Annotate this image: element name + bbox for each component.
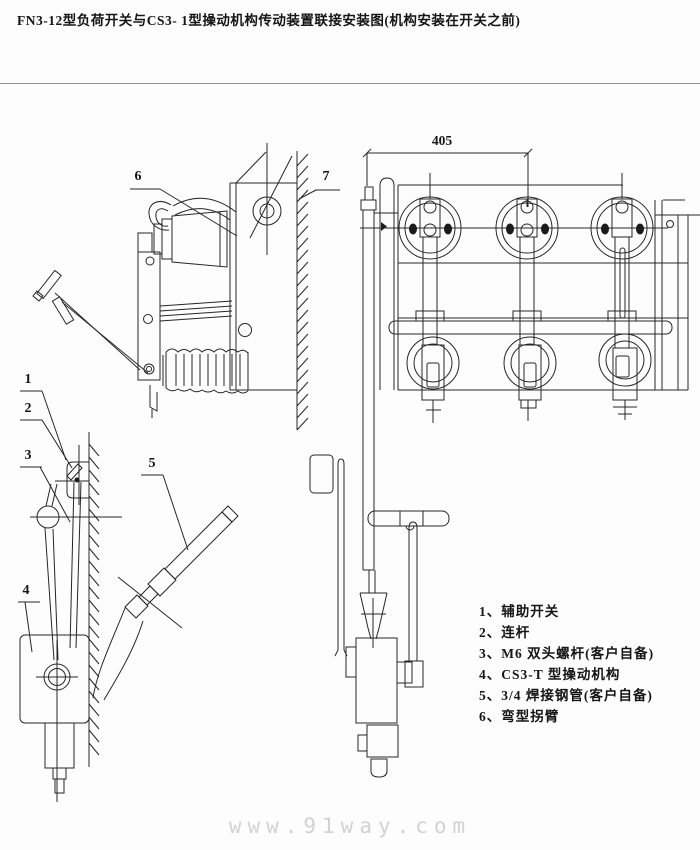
legend-item: 1、辅助开关 — [479, 604, 560, 619]
part-label-1: 1 — [24, 372, 32, 387]
drawing-title: FN3-12型负荷开关与CS3- 1型操动机构传动装置联接安装图(机构安装在开关… — [17, 13, 521, 28]
part-label-7: 7 — [322, 169, 330, 184]
legend-item: 2、连杆 — [479, 625, 531, 640]
legend-item: 5、3/4 焊接钢管(客户自备) — [479, 688, 653, 703]
legend-item: 3、M6 双头螺杆(客户自备) — [479, 646, 655, 661]
part-label-5: 5 — [148, 456, 156, 471]
legend-item: 6、弯型拐臂 — [479, 709, 560, 724]
side-view-drawing — [33, 143, 340, 430]
detail-view-drawing — [18, 391, 238, 802]
watermark: www.91way.com — [228, 814, 472, 838]
dimension-405: 405 — [431, 133, 453, 148]
part-label-3: 3 — [24, 448, 32, 463]
title-divider — [0, 83, 700, 84]
mechanism-drawing — [310, 455, 449, 777]
part-label-4: 4 — [22, 583, 30, 598]
part-label-2: 2 — [24, 401, 32, 416]
front-view-drawing — [360, 149, 700, 570]
legend-item: 4、CS3-T 型操动机构 — [479, 667, 621, 682]
parts-legend: 1、辅助开关 2、连杆 3、M6 双头螺杆(客户自备) 4、CS3-T 型操动机… — [479, 601, 654, 727]
part-label-6: 6 — [134, 169, 142, 184]
